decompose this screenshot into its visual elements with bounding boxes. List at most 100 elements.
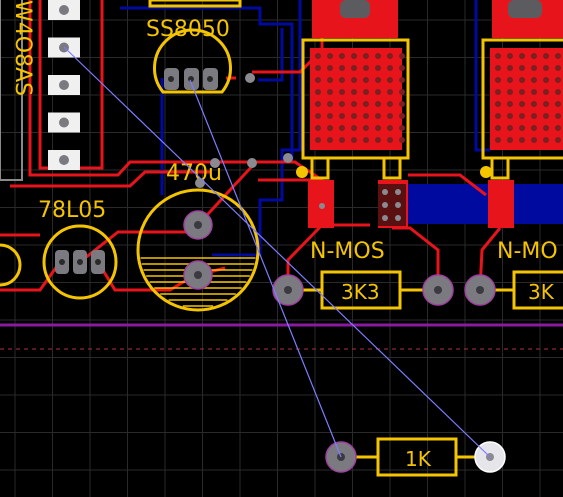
- top-trace[interactable]: [196, 160, 258, 227]
- relay-hole: [363, 89, 369, 95]
- relay-hole: [555, 53, 561, 59]
- relay-k2-outline: [481, 38, 563, 160]
- pin-1-marker: [296, 166, 308, 178]
- top-trace[interactable]: [0, 261, 62, 292]
- via[interactable]: [210, 158, 220, 168]
- mosfet-q3-label: N-MO: [497, 239, 558, 264]
- top-trace[interactable]: [28, 0, 215, 177]
- relay-hole: [399, 65, 405, 71]
- relay-hole: [507, 53, 513, 59]
- ic-pad-hole: [59, 155, 69, 165]
- top-trace[interactable]: [408, 173, 487, 197]
- bottom-trace[interactable]: [120, 6, 294, 160]
- ic-pad-hole: [59, 117, 69, 128]
- relay-hole: [387, 53, 393, 59]
- ic-body-outline: [0, 0, 23, 181]
- resistor-r1-label: 3K3: [341, 280, 380, 304]
- via[interactable]: [247, 158, 257, 168]
- relay-hole: [543, 77, 549, 83]
- top-trace[interactable]: [10, 170, 210, 188]
- relay-hole: [495, 77, 501, 83]
- relay-hole: [399, 101, 405, 107]
- relay-hole: [519, 65, 525, 71]
- relay-hole: [543, 113, 549, 119]
- ic-pad-hole: [59, 80, 69, 90]
- relay-hole: [507, 77, 513, 83]
- relay-hole: [387, 137, 393, 143]
- pin-1-marker: [480, 166, 492, 178]
- relay-hole: [399, 77, 405, 83]
- bottom-trace[interactable]: [474, 0, 490, 152]
- via[interactable]: [283, 153, 293, 163]
- relay-hole: [495, 125, 501, 131]
- relay-hole: [315, 65, 321, 71]
- relay-hole: [387, 101, 393, 107]
- resistor-r1[interactable]: 3K3: [272, 270, 454, 310]
- relay-hole: [519, 137, 525, 143]
- relay-hole: [387, 65, 393, 71]
- relay-hole: [375, 125, 381, 131]
- mosfet-q2-pads[interactable]: [319, 184, 406, 226]
- relay-k1-outline: [301, 38, 410, 160]
- resistor-r2[interactable]: 3K: [464, 270, 563, 310]
- relay-hole: [555, 65, 561, 71]
- relay-k2-pin-outline: [490, 156, 510, 180]
- relay-hole: [327, 113, 333, 119]
- via[interactable]: [245, 73, 255, 83]
- relay-hole: [315, 113, 321, 119]
- relay-hole: [531, 65, 537, 71]
- relay-k1-pad-array: [310, 48, 402, 150]
- relay-hole: [507, 125, 513, 131]
- mosfet-q2-label: N-MOS: [310, 239, 385, 264]
- relay-hole: [363, 137, 369, 143]
- adjacent-part-outline: [0, 243, 22, 287]
- relay-hole: [327, 137, 333, 143]
- relay-hole: [315, 89, 321, 95]
- relay-hole: [363, 113, 369, 119]
- relay-k2[interactable]: [481, 0, 563, 180]
- relay-hole: [375, 113, 381, 119]
- relay-hole: [387, 125, 393, 131]
- relay-hole: [543, 65, 549, 71]
- ratsnest-line: [63, 46, 491, 458]
- relay-hole: [519, 125, 525, 131]
- resistor-r2-label: 3K: [528, 280, 555, 304]
- relay-hole: [351, 53, 357, 59]
- relay-hole: [543, 89, 549, 95]
- transistor-q1[interactable]: SS8050: [146, 0, 242, 94]
- relay-hole: [363, 125, 369, 131]
- relay-hole: [507, 137, 513, 143]
- relay-hole: [375, 89, 381, 95]
- regulator-u1-label: 78L05: [38, 198, 106, 223]
- via[interactable]: [195, 178, 205, 188]
- regulator-u1-outline: [42, 224, 118, 300]
- relay-k1-pin-outline: [382, 156, 402, 180]
- relay-hole: [531, 101, 537, 107]
- relay-hole: [339, 113, 345, 119]
- relay-hole: [519, 89, 525, 95]
- resistor-r3-label: 1K: [405, 447, 432, 471]
- relay-hole: [339, 65, 345, 71]
- relay-hole: [339, 125, 345, 131]
- relay-hole: [519, 101, 525, 107]
- relay-k2-pad-array: [490, 48, 563, 150]
- regulator-u1[interactable]: 78L05: [0, 198, 118, 300]
- relay-hole: [351, 89, 357, 95]
- relay-k1-holes: [315, 53, 405, 143]
- relay-hole: [351, 125, 357, 131]
- relay-hole: [531, 77, 537, 83]
- vias: [195, 73, 492, 188]
- relay-hole: [363, 53, 369, 59]
- bottom-trace[interactable]: [258, 28, 284, 82]
- relay-hole: [543, 53, 549, 59]
- relay-k1[interactable]: [301, 0, 410, 180]
- relay-hole: [327, 125, 333, 131]
- relay-hole: [327, 53, 333, 59]
- relay-hole: [507, 89, 513, 95]
- relay-hole: [375, 77, 381, 83]
- relay-hole: [339, 137, 345, 143]
- relay-hole: [399, 113, 405, 119]
- mosfet-drain-copper[interactable]: [488, 180, 514, 228]
- relay-hole: [495, 101, 501, 107]
